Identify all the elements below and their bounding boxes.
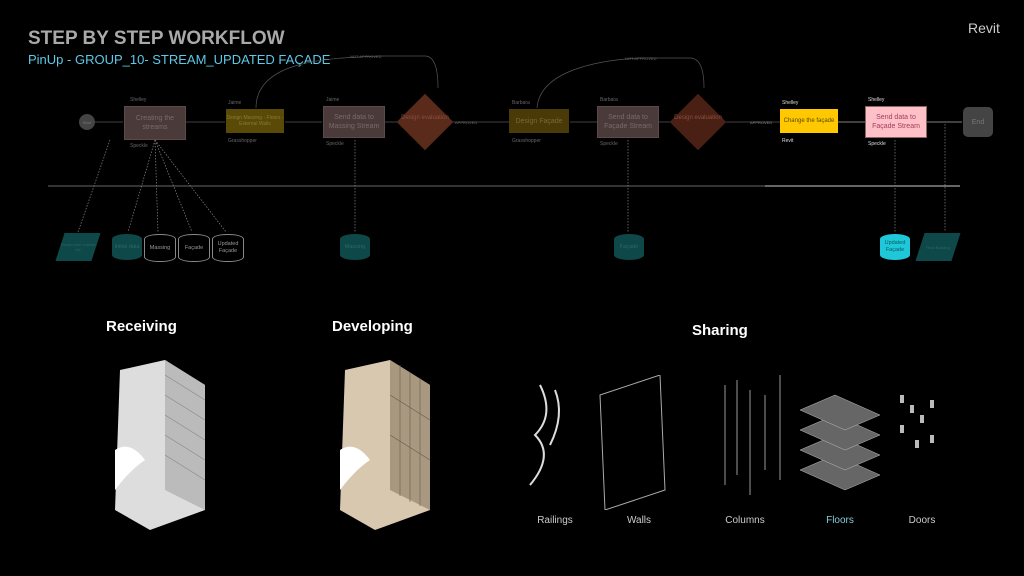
start-node: Start xyxy=(79,114,95,130)
input-data-label: Terrain river volume etc xyxy=(60,242,96,252)
store-massing-2: Massing xyxy=(340,234,370,260)
section-sharing: Sharing xyxy=(692,322,748,339)
building-receiving-image xyxy=(115,360,206,530)
n2-owner: Jaime xyxy=(228,100,242,106)
flow-connectors: NOT APPROVED NOT APPROVED APPROVED APPRO… xyxy=(48,54,962,233)
final-building-label: Final Building xyxy=(925,244,950,250)
app-label: Revit xyxy=(968,20,1000,36)
n1-owner: Shelley xyxy=(130,97,147,103)
store-updated-facade-2: Updated Façade xyxy=(880,234,910,260)
n6-owner: Shelley xyxy=(782,100,799,106)
n1-tool: Speckle xyxy=(130,143,148,149)
n4-tool: Grasshopper xyxy=(512,138,541,144)
section-developing: Developing xyxy=(332,318,413,335)
start-label: Start xyxy=(82,119,92,125)
n5-owner: Barbara xyxy=(600,97,618,103)
n2-tool: Grasshopper xyxy=(228,138,257,144)
end-node: End xyxy=(963,107,993,137)
node-creating-streams: Creating the streams xyxy=(124,106,186,140)
caption-railings: Railings xyxy=(537,515,573,526)
not-approved-label-2: NOT APPROVED xyxy=(625,56,657,61)
decision-label-1: Design evaluation xyxy=(401,115,449,121)
store-facade-2: Façade xyxy=(614,234,644,260)
caption-doors: Doors xyxy=(908,515,936,526)
page-title: STEP BY STEP WORKFLOW xyxy=(28,28,285,49)
store-massing: Massing xyxy=(144,234,176,262)
approved-label-2: APPROVED xyxy=(750,120,772,125)
building-developing-image xyxy=(340,360,431,530)
page-subtitle: PinUp - GROUP_10- STREAM_UPDATED FAÇADE xyxy=(28,52,331,67)
sharing-components-image xyxy=(529,375,934,510)
node-design-facade: Design Façade xyxy=(509,109,569,133)
n5-tool: Speckle xyxy=(600,141,618,147)
approved-label-1: APPROVED xyxy=(455,120,477,125)
node-send-facade: Send data to Façade Stream xyxy=(597,106,659,138)
node-design-massing: Design Massing - Floors - External Walls xyxy=(226,109,284,133)
n4-owner: Barbara xyxy=(512,100,530,106)
not-approved-label-1: NOT APPROVED xyxy=(350,54,382,59)
store-initial-data: Initial data xyxy=(112,234,142,260)
node-change-facade: Change the façade xyxy=(780,109,838,133)
n3-tool: Speckle xyxy=(326,141,344,147)
store-facade: Façade xyxy=(178,234,210,262)
caption-walls: Walls xyxy=(626,515,652,526)
n7-tool: Speckle xyxy=(868,141,886,147)
caption-floors: Floors xyxy=(826,515,854,526)
node-send-facade-final: Send data to Façade Stream xyxy=(865,106,927,138)
store-updated-facade: Updated Façade xyxy=(212,234,244,262)
n6-tool: Revit xyxy=(782,138,794,144)
caption-columns: Columns xyxy=(725,515,765,526)
n3-owner: Jaime xyxy=(326,97,340,103)
node-send-massing: Send data to Massing Stream xyxy=(323,106,385,138)
section-receiving: Receiving xyxy=(106,318,177,335)
decision-label-2: Design evaluation xyxy=(674,115,722,121)
n7-owner: Shelley xyxy=(868,97,885,103)
